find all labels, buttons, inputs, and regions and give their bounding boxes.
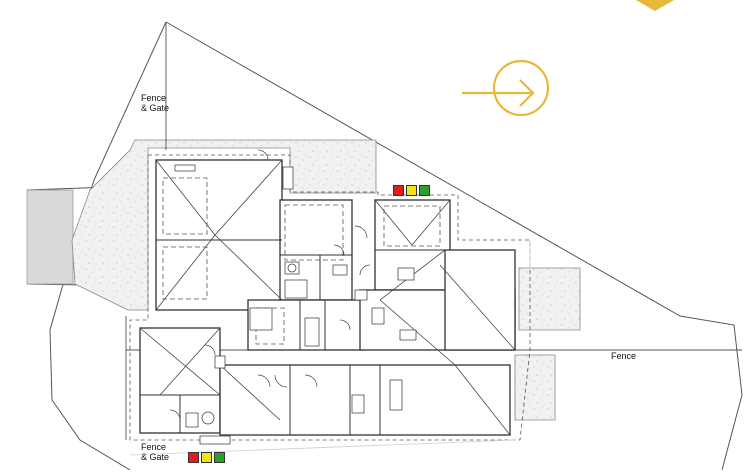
fence-gate-bottom-line-1: Fence <box>141 442 167 452</box>
indicator-bottom-yellow <box>201 452 212 463</box>
roof-hip-lines <box>139 159 516 436</box>
indicator-top-yellow <box>406 185 417 196</box>
fence-gate-top-line-2: & Gate <box>141 103 170 113</box>
roof-outline <box>129 154 531 441</box>
indicator-bottom-red <box>188 452 199 463</box>
fixtures <box>174 164 417 445</box>
neighbor-structure <box>26 189 74 285</box>
fence-gate-bottom-line-2: & Gate <box>141 452 170 462</box>
house-walls <box>139 159 516 436</box>
indicator-top-green <box>419 185 430 196</box>
north-arrow-icon <box>462 59 550 117</box>
interior-walls <box>140 239 450 435</box>
door-swings <box>169 149 371 421</box>
interior-dashes <box>162 177 441 345</box>
fence-label-right: Fence <box>611 351 637 361</box>
indicator-bottom-green <box>214 452 225 463</box>
fence-gate-label-bottom: Fence & Gate <box>141 442 169 462</box>
indicator-top-red <box>393 185 404 196</box>
fence-gate-label-top: Fence & Gate <box>141 93 169 113</box>
corner-marker-icon <box>636 0 674 11</box>
fence-gate-top-line-1: Fence <box>141 93 167 103</box>
